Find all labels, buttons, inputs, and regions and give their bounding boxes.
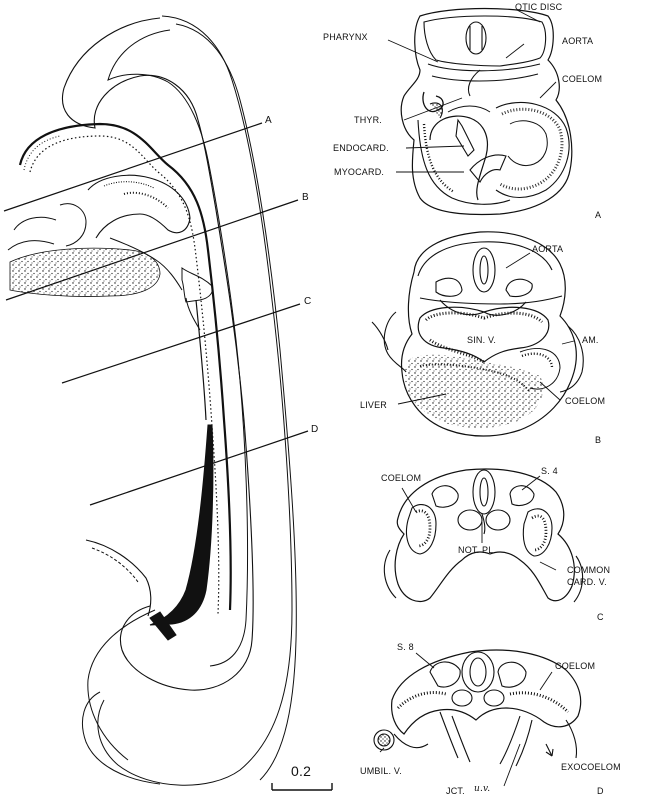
label-coelom-c: COELOM	[381, 473, 422, 483]
section-line-b	[5, 199, 299, 301]
label-am: AM.	[582, 335, 599, 345]
section-marker-a: A	[265, 115, 272, 126]
label-coelom-b: COELOM	[565, 396, 606, 406]
sagittal-embryo	[7, 15, 297, 786]
label-jct: JCT.	[446, 786, 465, 796]
section-marker-d: D	[311, 424, 319, 435]
section-line-d	[89, 430, 309, 506]
label-s8: S. 8	[397, 642, 414, 652]
panel-d-section	[373, 649, 582, 767]
panel-b-section	[371, 231, 584, 437]
label-aorta-b: AORTA	[532, 244, 564, 254]
label-pharynx: PHARYNX	[323, 32, 368, 42]
label-coelom-a: COELOM	[562, 74, 603, 84]
label-not-pl: NOT. PL.	[458, 545, 497, 555]
label-uv-handwritten: u.v.	[474, 784, 491, 794]
label-s4: S. 4	[541, 466, 558, 476]
section-marker-b: B	[302, 192, 309, 203]
label-card-v: CARD. V.	[567, 577, 607, 587]
section-marker-c: C	[304, 296, 312, 307]
panel-a-section	[400, 7, 573, 216]
scale-bar	[271, 783, 333, 791]
label-liver: LIVER	[360, 400, 388, 410]
label-sin-v: SIN. V.	[467, 335, 497, 345]
panel-c-section	[383, 468, 584, 603]
label-coelom-d: COELOM	[555, 661, 596, 671]
label-otic-disc: OTIC DISC	[515, 2, 563, 12]
scale-bar-label: 0.2	[291, 763, 312, 779]
panel-letter-b: B	[595, 435, 602, 445]
section-lines	[3, 122, 309, 506]
section-line-c	[61, 303, 301, 384]
label-exocoelom: EXOCOELOM	[561, 762, 621, 772]
label-common: COMMON	[567, 565, 611, 575]
label-thyr: THYR.	[354, 115, 382, 125]
panel-letter-c: C	[597, 612, 604, 622]
panel-letter-d: D	[597, 786, 604, 796]
label-umbil-v: UMBIL. V.	[360, 766, 402, 776]
label-aorta-a: AORTA	[562, 36, 594, 46]
label-myocard: MYOCARD.	[334, 167, 385, 177]
label-endocard: ENDOCARD.	[333, 143, 389, 153]
leader-lines	[379, 9, 575, 787]
section-line-a	[3, 122, 263, 212]
panel-letter-a: A	[595, 210, 602, 220]
